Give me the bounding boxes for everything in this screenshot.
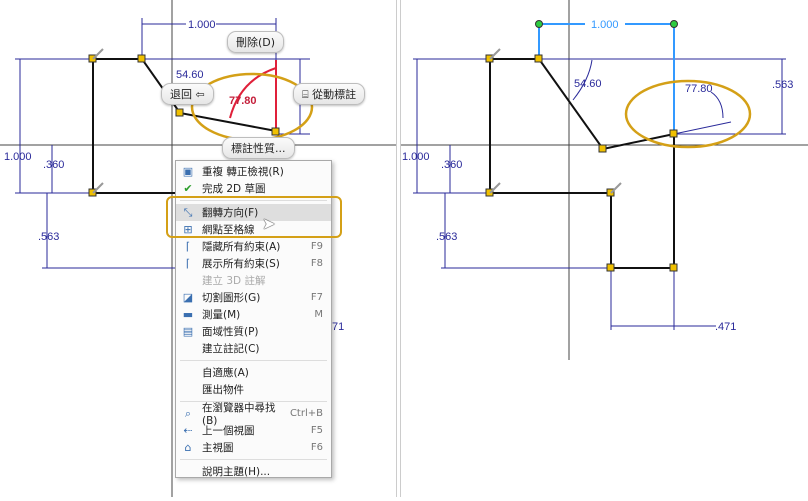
menu-item[interactable]: ⇠ 上一個視圖 F5	[176, 422, 331, 439]
sketch-points	[485, 54, 678, 272]
slice-icon: ◪	[182, 291, 194, 304]
menu-separator	[180, 459, 327, 460]
region-icon: ▤	[182, 325, 194, 338]
menu-separator	[180, 360, 327, 361]
menu-item[interactable]: ⌂ 主視圖 F6	[176, 439, 331, 456]
menu-item[interactable]: ✔ 完成 2D 草圖	[176, 180, 331, 197]
menu-item[interactable]: ◪ 切割圖形(G) F7	[176, 289, 331, 306]
dim-bottom[interactable]: .471	[715, 321, 736, 333]
dim-top-width[interactable]: 1.000	[188, 19, 216, 31]
menu-item-label: 網點至格線	[202, 224, 255, 236]
back-label: 退回	[170, 88, 192, 101]
menu-separator	[180, 200, 327, 201]
menu-item[interactable]: ⌈ 隱藏所有約束(A) F9	[176, 238, 331, 255]
dim-right-height[interactable]: .563	[772, 79, 793, 91]
menu-item: 建立 3D 註解	[176, 272, 331, 289]
grid-icon: ⊞	[183, 223, 193, 236]
menu-item-shortcut: M	[314, 309, 323, 320]
menu-item[interactable]: ⌕ 在瀏覽器中尋找(B) Ctrl+B	[176, 402, 331, 427]
menu-item-label: 切割圖形(G)	[202, 292, 261, 304]
selected-dimension	[538, 23, 675, 134]
menu-item-label: 匯出物件	[202, 384, 244, 396]
view-icon: ▣	[182, 165, 194, 178]
mouse-cursor-icon: ➤	[262, 214, 276, 233]
home-icon: ⌂	[184, 441, 192, 454]
dim-angle-partial[interactable]: 54.60	[176, 69, 204, 81]
grip-point	[535, 20, 543, 28]
dim-offset[interactable]: .360	[43, 159, 64, 171]
menu-item-label: 主視圖	[202, 442, 234, 454]
menu-item-shortcut: F6	[310, 442, 323, 453]
sketch-view-before[interactable]: 1.000 54.60 77.80 1.000 .360 .563 71 刪除(…	[0, 0, 397, 497]
previous-view-icon: ⇠	[183, 424, 193, 437]
sketch-canvas-after[interactable]: 1.000 54.60 77.80 .563 1.000 .360 .563 .…	[401, 0, 808, 497]
menu-item[interactable]: 建立註記(C)	[176, 340, 331, 357]
driven-dimension-button[interactable]: ⌸ 從動標註	[293, 83, 366, 105]
menu-item-label: 完成 2D 草圖	[202, 183, 266, 195]
hide-constraints-icon: ⌈	[185, 240, 191, 253]
driven-dimension-label: 從動標註	[312, 88, 357, 101]
menu-item-label: 在瀏覽器中尋找(B)	[202, 402, 276, 427]
show-constraints-icon: ⌈	[185, 257, 191, 270]
highlight-ellipse	[624, 79, 752, 149]
checkmark-icon: ✔	[183, 182, 193, 195]
dim-height[interactable]: 1.000	[402, 151, 430, 163]
menu-item[interactable]: ⌈ 展示所有約束(S) F8	[176, 255, 331, 272]
menu-item[interactable]: 自適應(A)	[176, 364, 331, 381]
dim-bottom-partial: 71	[332, 321, 344, 333]
dim-top-width[interactable]: 1.000	[591, 19, 619, 31]
menu-item[interactable]: ▣ 重複 轉正檢視(R)	[176, 163, 331, 180]
dim-lower[interactable]: .563	[38, 231, 59, 243]
menu-item[interactable]: ⊞ 網點至格線	[176, 221, 331, 238]
menu-item-label: 自適應(A)	[202, 367, 249, 379]
constraint-glyphs	[92, 48, 104, 194]
measure-icon: ▬	[182, 308, 194, 321]
grip-point	[670, 20, 678, 28]
menu-item[interactable]: ⤡ 翻轉方向(F)	[176, 204, 331, 221]
menu-item-shortcut: Ctrl+B	[289, 408, 323, 419]
dim-offset[interactable]: .360	[441, 159, 462, 171]
delete-button[interactable]: 刪除(D)	[227, 31, 285, 53]
back-arrow-icon: ⇦	[195, 88, 205, 101]
menu-item-label: 翻轉方向(F)	[202, 207, 259, 219]
menu-item-label: 隱藏所有約束(A)	[202, 241, 281, 253]
menu-item-shortcut: F9	[310, 241, 323, 252]
menu-item-label: 建立註記(C)	[202, 343, 260, 355]
back-button[interactable]: 退回 ⇦	[161, 83, 214, 105]
menu-item-shortcut: F8	[310, 258, 323, 269]
menu-separator	[180, 401, 327, 402]
menu-item-label: 上一個視圖	[202, 425, 255, 437]
menu-item-label: 測量(M)	[202, 309, 241, 321]
dim-lower[interactable]: .563	[436, 231, 457, 243]
dim-angle[interactable]: 77.80	[685, 83, 713, 95]
driven-dimension-icon: ⌸	[302, 88, 309, 101]
menu-item[interactable]: 匯出物件	[176, 381, 331, 398]
menu-item-label: 展示所有約束(S)	[202, 258, 280, 270]
menu-item-label: 建立 3D 註解	[202, 275, 266, 287]
menu-item[interactable]: 說明主題(H)...	[176, 463, 331, 480]
menu-item-label: 說明主題(H)...	[202, 466, 271, 478]
menu-item[interactable]: ▬ 測量(M) M	[176, 306, 331, 323]
sketch-view-after[interactable]: 1.000 54.60 77.80 .563 1.000 .360 .563 .…	[400, 0, 808, 497]
highlight-box	[166, 196, 342, 238]
angle-arc	[229, 67, 277, 119]
browser-find-icon: ⌕	[184, 407, 192, 420]
dim-angle[interactable]: 77.80	[229, 95, 257, 107]
flip-icon: ⤡	[183, 206, 193, 219]
dimension-properties-button[interactable]: 標註性質...	[222, 137, 295, 159]
constraint-glyphs	[489, 48, 622, 194]
menu-item-shortcut: F7	[310, 292, 323, 303]
menu-item-shortcut: F5	[310, 425, 323, 436]
menu-item-label: 面域性質(P)	[202, 326, 259, 338]
menu-item[interactable]: ▤ 面域性質(P)	[176, 323, 331, 340]
dimension-lines	[413, 58, 786, 330]
dim-angle-partial[interactable]: 54.60	[574, 78, 602, 90]
menu-item-label: 重複 轉正檢視(R)	[202, 166, 284, 178]
context-menu[interactable]: ▣ 重複 轉正檢視(R) ✔ 完成 2D 草圖 ⤡ 翻轉方向(F) ⊞ 網點至格線 ⌈ 隱藏所有約…	[175, 160, 332, 478]
dim-height[interactable]: 1.000	[4, 151, 32, 163]
